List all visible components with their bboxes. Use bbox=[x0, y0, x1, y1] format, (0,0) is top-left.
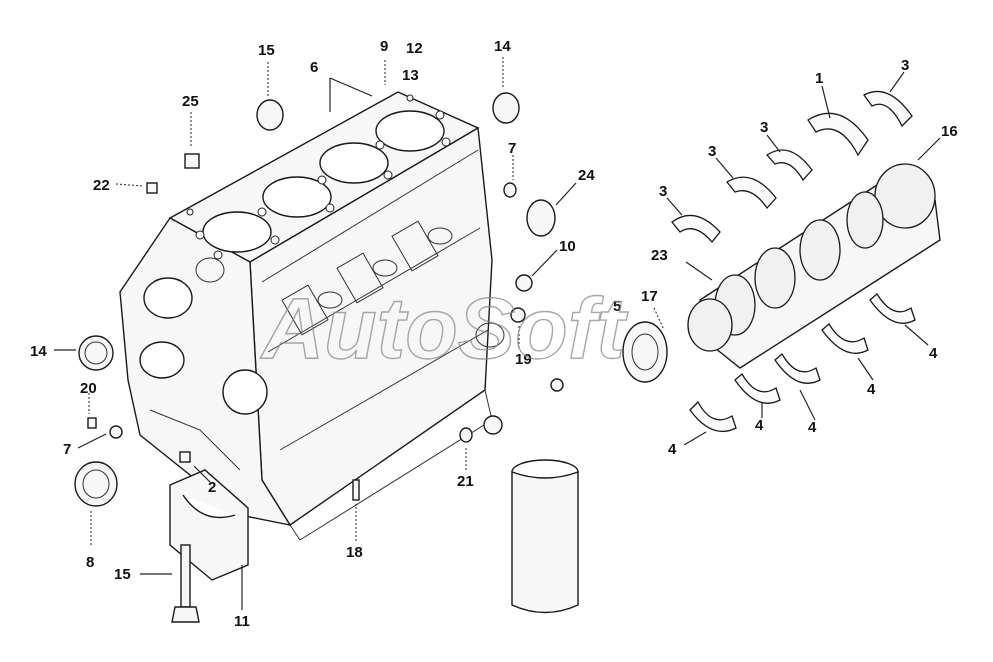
callout-24: 24 bbox=[578, 167, 595, 184]
callout-1: 1 bbox=[815, 70, 823, 87]
callout-labels: 15 9 12 13 6 14 25 22 7 24 10 19 14 20 7… bbox=[30, 38, 958, 630]
callout-6: 6 bbox=[310, 59, 318, 76]
cylinder-block bbox=[119, 91, 505, 541]
callout-14-left: 14 bbox=[30, 343, 47, 360]
callout-10: 10 bbox=[559, 238, 576, 255]
callout-5: 5 bbox=[613, 298, 621, 315]
callout-21: 21 bbox=[457, 473, 474, 490]
callout-19: 19 bbox=[515, 351, 532, 368]
callout-14-top: 14 bbox=[494, 38, 511, 55]
callout-4-a: 4 bbox=[929, 345, 938, 362]
callout-2: 2 bbox=[208, 479, 216, 496]
callout-20: 20 bbox=[80, 380, 97, 397]
callout-9: 9 bbox=[380, 38, 388, 55]
callout-8: 8 bbox=[86, 554, 94, 571]
callout-4-d: 4 bbox=[755, 417, 764, 434]
callout-4-e: 4 bbox=[668, 441, 677, 458]
callout-4-b: 4 bbox=[867, 381, 876, 398]
callout-22: 22 bbox=[93, 177, 110, 194]
callout-17: 17 bbox=[641, 288, 658, 305]
callout-7-left: 7 bbox=[63, 441, 71, 458]
callout-3-b: 3 bbox=[760, 119, 768, 136]
callout-3-d: 3 bbox=[659, 183, 667, 200]
callout-3-c: 3 bbox=[708, 143, 716, 160]
watermark-autosoft: AutoSoft bbox=[260, 281, 628, 377]
callout-11: 11 bbox=[234, 613, 250, 630]
callout-18: 18 bbox=[346, 544, 363, 561]
cylinder-liner bbox=[511, 459, 579, 614]
callout-15-bottom: 15 bbox=[114, 566, 131, 583]
callout-13: 13 bbox=[402, 67, 419, 84]
leader-lines bbox=[54, 57, 941, 610]
callout-7-top: 7 bbox=[508, 140, 516, 157]
callout-23: 23 bbox=[651, 247, 668, 264]
callout-25: 25 bbox=[182, 93, 199, 110]
callout-12: 12 bbox=[406, 40, 423, 57]
callout-15-top: 15 bbox=[258, 42, 275, 59]
callout-3-a: 3 bbox=[901, 57, 909, 74]
block-loose-parts bbox=[74, 92, 579, 623]
callout-4-c: 4 bbox=[808, 419, 817, 436]
crankshaft-assembly bbox=[622, 90, 941, 433]
callout-16: 16 bbox=[941, 123, 958, 140]
